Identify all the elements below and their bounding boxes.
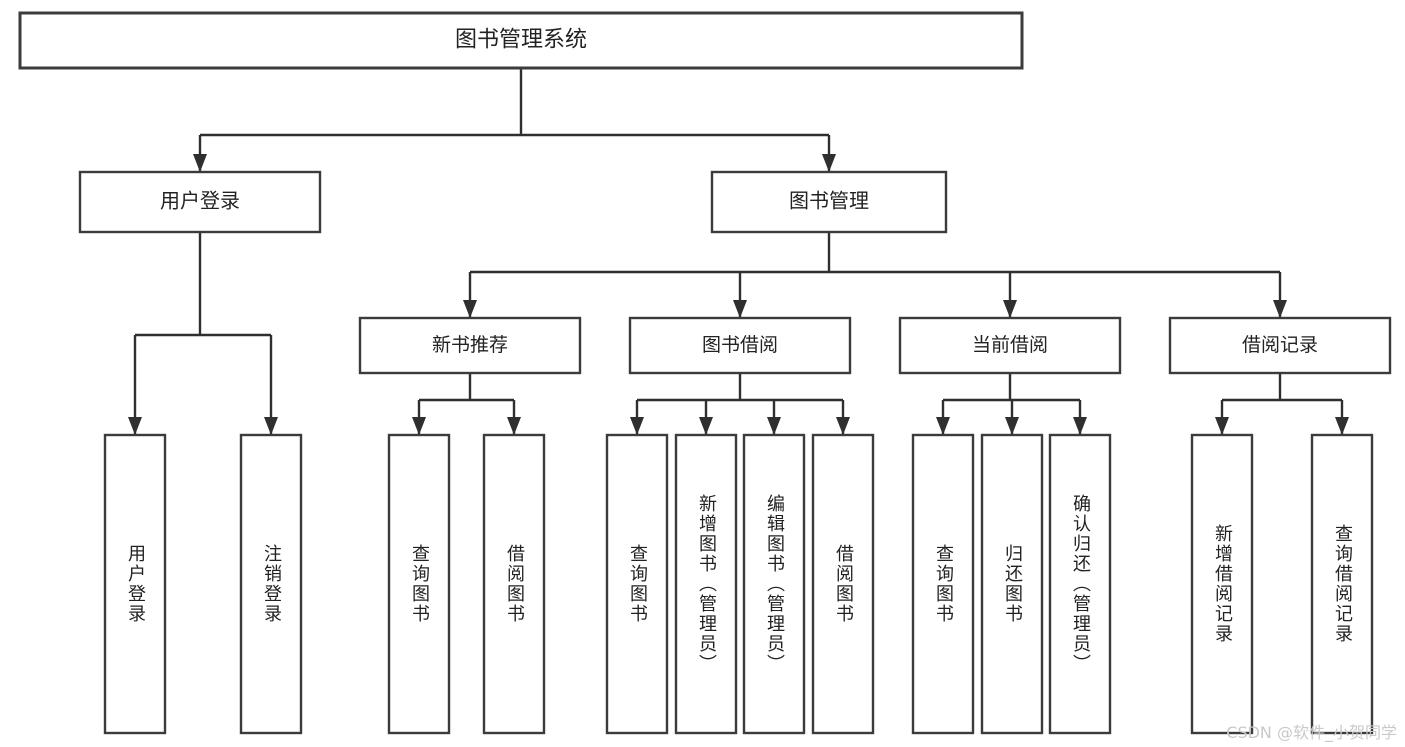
node-box-leaf-add-record[interactable]	[1190, 433, 1254, 735]
node-leaf-borrow-book-new[interactable]: 借阅图书	[482, 433, 546, 735]
node-leaf-return-book[interactable]: 归还图书	[980, 433, 1044, 735]
node-leaf-user-login[interactable]: 用户登录	[103, 433, 167, 735]
node-box-leaf-borrow-book[interactable]	[811, 433, 875, 735]
node-box-new-book-recommend[interactable]	[358, 316, 582, 375]
arrow-down-icon-leaf-user-login	[128, 417, 142, 435]
node-new-book-recommend[interactable]: 新书推荐	[358, 316, 582, 375]
node-label-new-book-recommend: 新书推荐	[432, 334, 508, 356]
node-label-leaf-query-book-borrow: 查询图书	[627, 544, 648, 624]
node-leaf-confirm-return[interactable]: 确认归还（管理员）	[1048, 433, 1112, 735]
arrow-down-icon-leaf-confirm-return	[1073, 417, 1087, 435]
arrow-down-icon-leaf-query-book-new	[412, 417, 426, 435]
node-box-leaf-query-book-new[interactable]	[387, 433, 451, 735]
node-label-leaf-query-record: 查询借阅记录	[1332, 524, 1353, 644]
node-label-book-manage: 图书管理	[789, 189, 869, 213]
node-leaf-add-book[interactable]: 新增图书（管理员）	[674, 433, 738, 735]
node-box-book-borrow[interactable]	[628, 316, 852, 375]
node-leaf-query-book-new[interactable]: 查询图书	[387, 433, 451, 735]
node-label-borrow-record: 借阅记录	[1242, 334, 1318, 356]
node-box-root[interactable]	[18, 11, 1024, 70]
node-root[interactable]: 图书管理系统	[18, 11, 1024, 70]
node-book-manage[interactable]: 图书管理	[710, 170, 948, 234]
arrow-down-icon-leaf-return-book	[1005, 417, 1019, 435]
node-borrow-record[interactable]: 借阅记录	[1168, 316, 1392, 375]
arrow-down-icon-book-manage	[822, 154, 836, 172]
node-leaf-query-record[interactable]: 查询借阅记录	[1310, 433, 1374, 735]
arrow-down-icon-leaf-query-book-borrow	[630, 417, 644, 435]
node-box-leaf-confirm-return[interactable]	[1048, 433, 1112, 735]
node-box-current-borrow[interactable]	[898, 316, 1122, 375]
arrow-down-icon-leaf-add-book	[699, 417, 713, 435]
node-box-leaf-query-book-current[interactable]	[911, 433, 975, 735]
node-leaf-borrow-book[interactable]: 借阅图书	[811, 433, 875, 735]
node-label-leaf-borrow-book: 借阅图书	[833, 544, 854, 624]
node-box-book-manage[interactable]	[710, 170, 948, 234]
node-label-leaf-borrow-book-new: 借阅图书	[504, 544, 525, 624]
node-box-leaf-user-login[interactable]	[103, 433, 167, 735]
node-label-user-login: 用户登录	[160, 189, 240, 213]
node-label-current-borrow: 当前借阅	[972, 334, 1048, 356]
nodes-layer: 图书管理系统用户登录图书管理新书推荐图书借阅当前借阅借阅记录用户登录注销登录查询…	[18, 11, 1392, 735]
node-label-leaf-logout: 注销登录	[261, 544, 282, 624]
node-box-user-login[interactable]	[78, 170, 322, 234]
node-box-leaf-add-book[interactable]	[674, 433, 738, 735]
arrow-down-icon-leaf-add-record	[1215, 417, 1229, 435]
node-label-leaf-return-book: 归还图书	[1002, 544, 1023, 624]
arrow-down-icon-leaf-borrow-book	[836, 417, 850, 435]
node-current-borrow[interactable]: 当前借阅	[898, 316, 1122, 375]
node-label-leaf-user-login: 用户登录	[125, 544, 146, 624]
arrow-down-icon-user-login	[193, 154, 207, 172]
node-box-leaf-return-book[interactable]	[980, 433, 1044, 735]
node-leaf-logout[interactable]: 注销登录	[239, 433, 303, 735]
node-user-login[interactable]: 用户登录	[78, 170, 322, 234]
node-label-leaf-confirm-return: 确认归还（管理员）	[1070, 494, 1091, 674]
arrow-down-icon-leaf-borrow-book-new	[507, 417, 521, 435]
arrow-down-icon-borrow-record	[1273, 300, 1287, 318]
node-leaf-query-book-current[interactable]: 查询图书	[911, 433, 975, 735]
node-label-leaf-edit-book: 编辑图书（管理员）	[764, 494, 785, 674]
node-box-leaf-query-book-borrow[interactable]	[605, 433, 669, 735]
arrow-down-icon-current-borrow	[1003, 300, 1017, 318]
node-box-leaf-edit-book[interactable]	[742, 433, 806, 735]
arrow-down-icon-leaf-logout	[264, 417, 278, 435]
node-book-borrow[interactable]: 图书借阅	[628, 316, 852, 375]
connectors-layer	[128, 68, 1349, 435]
node-label-leaf-query-book-current: 查询图书	[933, 544, 954, 624]
node-leaf-edit-book[interactable]: 编辑图书（管理员）	[742, 433, 806, 735]
arrow-down-icon-leaf-query-record	[1335, 417, 1349, 435]
node-box-leaf-query-record[interactable]	[1310, 433, 1374, 735]
node-label-leaf-add-record: 新增借阅记录	[1212, 524, 1233, 644]
arrow-down-icon-new-book-recommend	[463, 300, 477, 318]
node-leaf-query-book-borrow[interactable]: 查询图书	[605, 433, 669, 735]
node-label-leaf-query-book-new: 查询图书	[409, 544, 430, 624]
node-label-leaf-add-book: 新增图书（管理员）	[696, 494, 717, 674]
node-leaf-add-record[interactable]: 新增借阅记录	[1190, 433, 1254, 735]
arrow-down-icon-book-borrow	[733, 300, 747, 318]
arrow-down-icon-leaf-edit-book	[767, 417, 781, 435]
node-label-root: 图书管理系统	[455, 28, 587, 53]
node-box-borrow-record[interactable]	[1168, 316, 1392, 375]
arrow-down-icon-leaf-query-book-current	[936, 417, 950, 435]
node-box-leaf-logout[interactable]	[239, 433, 303, 735]
node-label-book-borrow: 图书借阅	[702, 334, 778, 356]
csdn-watermark: CSDN @软件_小贺同学	[1226, 723, 1397, 742]
node-box-leaf-borrow-book-new[interactable]	[482, 433, 546, 735]
